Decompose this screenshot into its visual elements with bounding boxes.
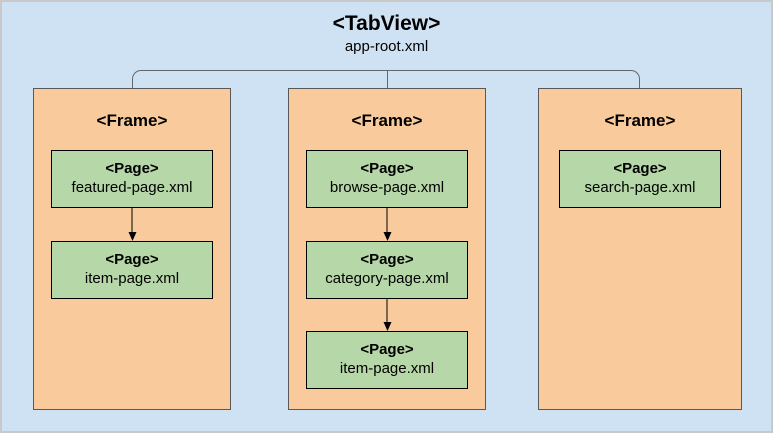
arrow-head-icon (383, 322, 391, 331)
arrow-line (386, 299, 388, 322)
page-file: category-page.xml (325, 270, 449, 287)
page-file: item-page.xml (84, 270, 180, 287)
frame-search: <Frame> <Page> search-page.xml (538, 88, 742, 410)
frame-featured: <Frame> <Page> featured-page.xml <Page> … (33, 88, 231, 410)
navigation-arrow (128, 208, 137, 241)
page-category: <Page> category-page.xml (306, 241, 468, 299)
diagram-title-block: <TabView> app-root.xml (2, 11, 771, 56)
arrow-head-icon (383, 232, 391, 241)
connector-center-drop (387, 70, 388, 89)
frame-browse: <Frame> <Page> browse-page.xml <Page> ca… (288, 88, 486, 410)
page-file: featured-page.xml (71, 179, 193, 196)
page-tag: <Page> (360, 251, 414, 269)
page-file: browse-page.xml (329, 179, 445, 196)
navigation-arrow (383, 208, 392, 241)
connector-bracket (132, 70, 640, 89)
page-search: <Page> search-page.xml (559, 150, 721, 208)
arrow-head-icon (128, 232, 136, 241)
navigation-arrow (383, 299, 392, 331)
arrow-line (131, 208, 133, 232)
frame-label: <Frame> (351, 111, 423, 130)
tabview-title: <TabView> (332, 12, 441, 35)
frame-label: <Frame> (96, 111, 168, 130)
tabview-subtitle: app-root.xml (344, 38, 429, 56)
page-tag: <Page> (105, 160, 159, 178)
page-tag: <Page> (105, 251, 159, 269)
page-file: search-page.xml (584, 179, 696, 196)
page-tag: <Page> (613, 160, 667, 178)
page-featured: <Page> featured-page.xml (51, 150, 213, 208)
page-item: <Page> item-page.xml (306, 331, 468, 389)
page-browse: <Page> browse-page.xml (306, 150, 468, 208)
page-tag: <Page> (360, 160, 414, 178)
page-item: <Page> item-page.xml (51, 241, 213, 299)
frame-label: <Frame> (604, 111, 676, 130)
page-tag: <Page> (360, 341, 414, 359)
page-file: item-page.xml (339, 360, 435, 377)
arrow-line (386, 208, 388, 232)
